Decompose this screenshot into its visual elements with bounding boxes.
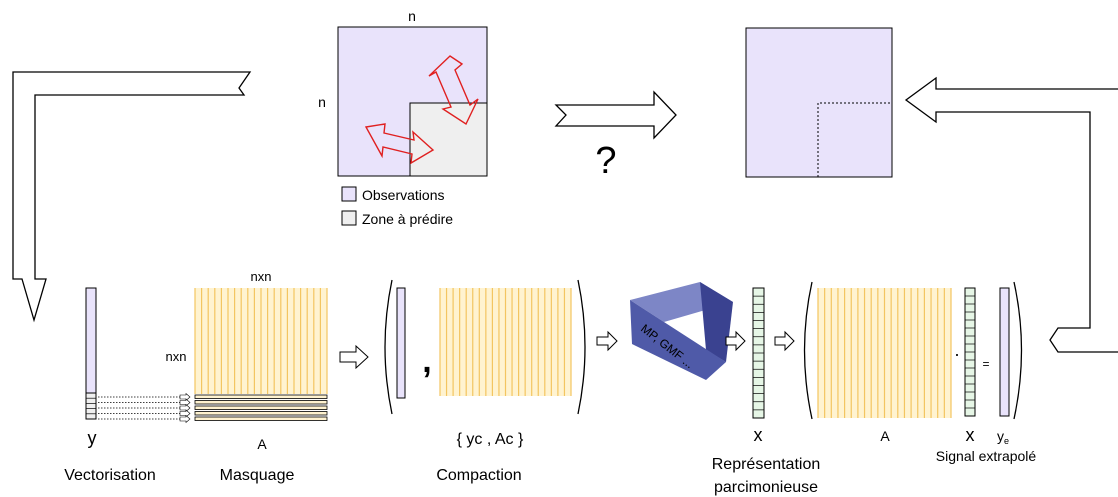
step-arrow-4-icon (774, 330, 795, 352)
flow-arrow-left-icon (12, 71, 252, 323)
step-arrow-3-icon (725, 330, 746, 352)
compaction-set: { yc , Ac } (457, 431, 524, 448)
mask-arrowhead-icon (179, 398, 191, 407)
compaction-label: Compaction (436, 467, 521, 484)
vector-y-masked (85, 392, 97, 420)
reconstruction-vector-x (964, 287, 976, 417)
matrix-a (194, 288, 328, 421)
masked-row (194, 416, 328, 421)
result-area (745, 27, 893, 178)
masked-row (194, 405, 328, 410)
compaction-right-paren (577, 279, 586, 415)
vectorisation-label: Vectorisation (64, 467, 156, 484)
reconstruction-dot: · (954, 344, 960, 364)
observation-grid: n n (318, 8, 488, 177)
red-arrow-right-icon (364, 123, 435, 165)
mask-arrowhead-icon (179, 409, 191, 418)
question-mark: ? (595, 140, 616, 182)
sparse-vector-x (752, 287, 765, 419)
masked-row (194, 411, 328, 416)
vector-y-rows (86, 397, 96, 415)
masked-row (194, 394, 328, 399)
masking-arrows (98, 392, 191, 424)
matrix-size-top: nxn (251, 269, 272, 284)
step-arrow-1-icon (339, 344, 369, 370)
masquage-label: Masquage (220, 467, 295, 484)
masked-row (194, 400, 328, 405)
legend: Observations Zone à prédire (341, 186, 453, 227)
representation-label-line2: parcimonieuse (714, 479, 818, 496)
prediction-arrow-icon (554, 90, 677, 140)
legend-observations-label: Observations (362, 187, 444, 203)
reconstruction-matrix-a (817, 288, 952, 418)
matrix-a-symbol: A (257, 436, 267, 452)
legend-swatch-observations (341, 186, 357, 202)
compacted-matrix-ac (439, 288, 572, 396)
reconstruction-right-paren (1013, 281, 1023, 420)
cube-side-face (700, 282, 733, 362)
flow-arrow-right-icon (904, 76, 1118, 353)
reconstruction-left-paren (803, 281, 813, 420)
red-arrow-down-icon (428, 55, 479, 126)
vector-y-symbol: y (88, 428, 97, 448)
compacted-vector-yc (396, 287, 406, 399)
compaction-comma: , (422, 342, 431, 380)
reconstruction-vector-symbol: x (966, 425, 975, 445)
cube-front-face (630, 300, 726, 380)
matrix-a-columns (194, 288, 328, 394)
extrapolated-zone-outline (817, 102, 892, 177)
reconstruction-matrix-symbol: A (880, 428, 890, 444)
reconstruction-equals: = (982, 357, 989, 371)
result-symbol: ye (997, 428, 1009, 446)
result-symbol-main: y (997, 428, 1004, 444)
prediction-zone (409, 102, 488, 177)
mask-arrowhead-icon (179, 403, 191, 413)
representation-label-line1: Représentation (712, 456, 821, 473)
legend-swatch-predict (341, 210, 357, 226)
sparse-vector-rows (753, 295, 764, 411)
compacted-matrix-columns (439, 288, 572, 396)
extrapolated-signal-ye (999, 287, 1010, 417)
compaction-left-paren (384, 279, 393, 415)
solver-cube-icon: MP, GMF ... (630, 282, 733, 380)
reconstruction-vector-rows (965, 295, 975, 409)
mask-arrowhead-icon (179, 414, 191, 424)
result-grid (745, 27, 893, 178)
legend-predict-label: Zone à prédire (362, 211, 453, 227)
dimension-top-label: n (408, 8, 416, 24)
matrix-a-masked-rows (194, 394, 328, 421)
matrix-size-left: nxn (166, 349, 187, 364)
vector-y-observed (85, 287, 97, 394)
vector-y (85, 287, 97, 420)
extrapolated-signal-label: Signal extrapolé (936, 448, 1037, 464)
result-symbol-sub: e (1004, 436, 1009, 446)
reconstruction-matrix-columns (817, 288, 952, 418)
step-arrow-2-icon (596, 330, 618, 352)
mask-arrowhead-icon (179, 392, 191, 402)
dimension-left-label: n (318, 94, 326, 110)
sparse-vector-symbol: x (754, 425, 763, 445)
